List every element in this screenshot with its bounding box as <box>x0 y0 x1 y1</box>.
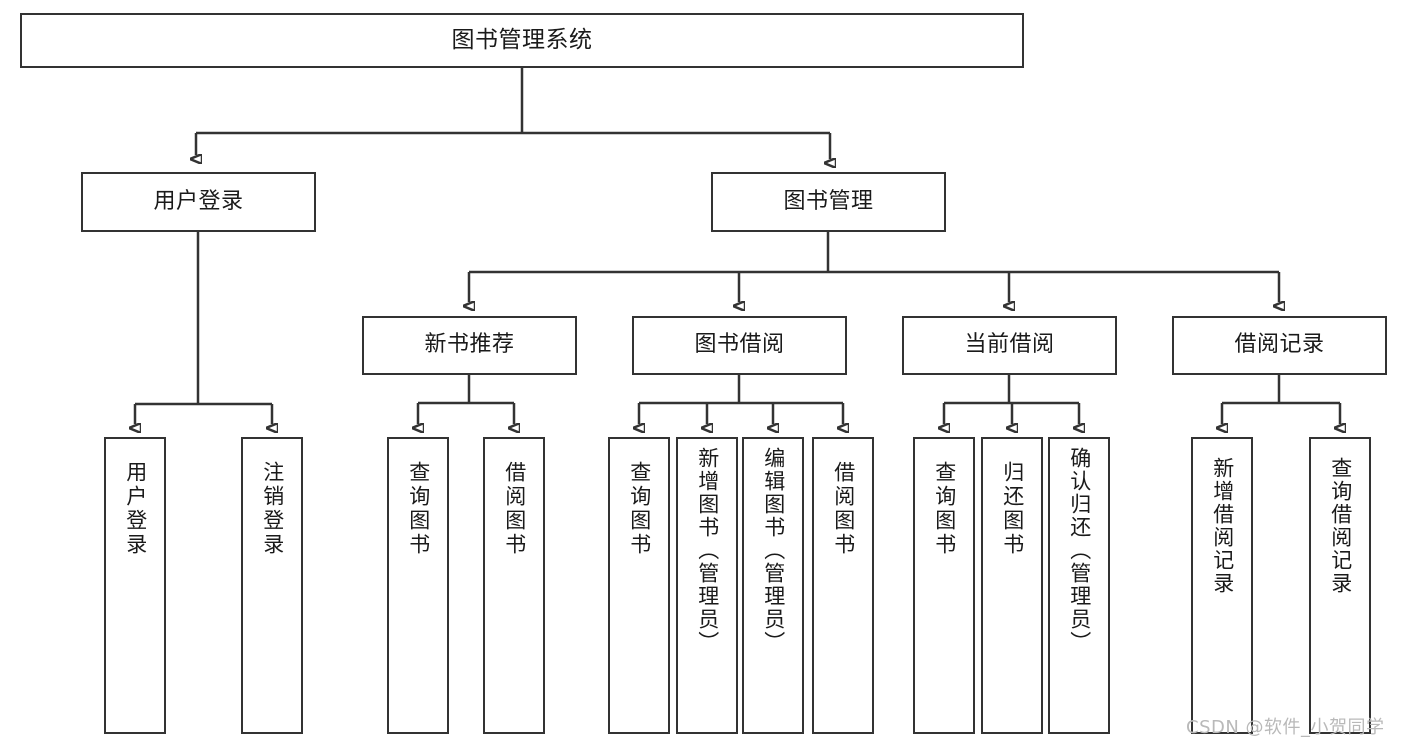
leaf-query-book-1[interactable]: 查询图书 <box>387 437 449 734</box>
leaf-query-book-2[interactable]: 查询图书 <box>608 437 670 734</box>
node-label: 查询图书 <box>406 461 431 557</box>
node-label: 借阅记录 <box>1234 332 1325 358</box>
leaf-add-book[interactable]: 新增图书（管理员） <box>676 437 738 734</box>
node-label: 编辑图书（管理员） <box>761 447 786 654</box>
csdn-watermark: CSDN @软件_小贺同学 <box>1186 717 1385 738</box>
node-label: 图书管理 <box>783 188 874 214</box>
node-label: 确认归还（管理员） <box>1067 447 1092 654</box>
leaf-user-login[interactable]: 用户登录 <box>104 437 166 734</box>
leaf-query-record[interactable]: 查询借阅记录 <box>1309 437 1371 734</box>
node-label: 借阅图书 <box>502 461 527 557</box>
leaf-borrow-book-2[interactable]: 借阅图书 <box>812 437 874 734</box>
node-label: 借阅图书 <box>831 461 856 557</box>
node-book-manage[interactable]: 图书管理 <box>711 172 946 232</box>
node-new-book-rec[interactable]: 新书推荐 <box>362 316 577 375</box>
node-user-login[interactable]: 用户登录 <box>81 172 316 232</box>
leaf-add-record[interactable]: 新增借阅记录 <box>1191 437 1253 734</box>
node-label: 图书管理系统 <box>451 26 593 53</box>
node-label: 新书推荐 <box>424 332 515 358</box>
leaf-borrow-book-1[interactable]: 借阅图书 <box>483 437 545 734</box>
node-label: 新增图书（管理员） <box>695 447 720 654</box>
node-label: 用户登录 <box>153 188 244 214</box>
leaf-edit-book[interactable]: 编辑图书（管理员） <box>742 437 804 734</box>
node-current-borrow[interactable]: 当前借阅 <box>902 316 1117 375</box>
leaf-confirm-return[interactable]: 确认归还（管理员） <box>1048 437 1110 734</box>
node-label: 图书借阅 <box>694 332 785 358</box>
leaf-user-logout[interactable]: 注销登录 <box>241 437 303 734</box>
node-label: 查询图书 <box>932 461 957 557</box>
node-borrow-record[interactable]: 借阅记录 <box>1172 316 1387 375</box>
node-root-system[interactable]: 图书管理系统 <box>20 13 1024 68</box>
node-label: 新增借阅记录 <box>1210 457 1235 595</box>
node-label: 查询借阅记录 <box>1328 457 1353 595</box>
node-label: 归还图书 <box>1000 461 1025 557</box>
node-label: 用户登录 <box>123 461 148 557</box>
node-label: 当前借阅 <box>964 332 1055 358</box>
node-label: 注销登录 <box>260 461 285 557</box>
node-label: 查询图书 <box>627 461 652 557</box>
leaf-return-book[interactable]: 归还图书 <box>981 437 1043 734</box>
leaf-query-book-3[interactable]: 查询图书 <box>913 437 975 734</box>
node-book-borrow[interactable]: 图书借阅 <box>632 316 847 375</box>
